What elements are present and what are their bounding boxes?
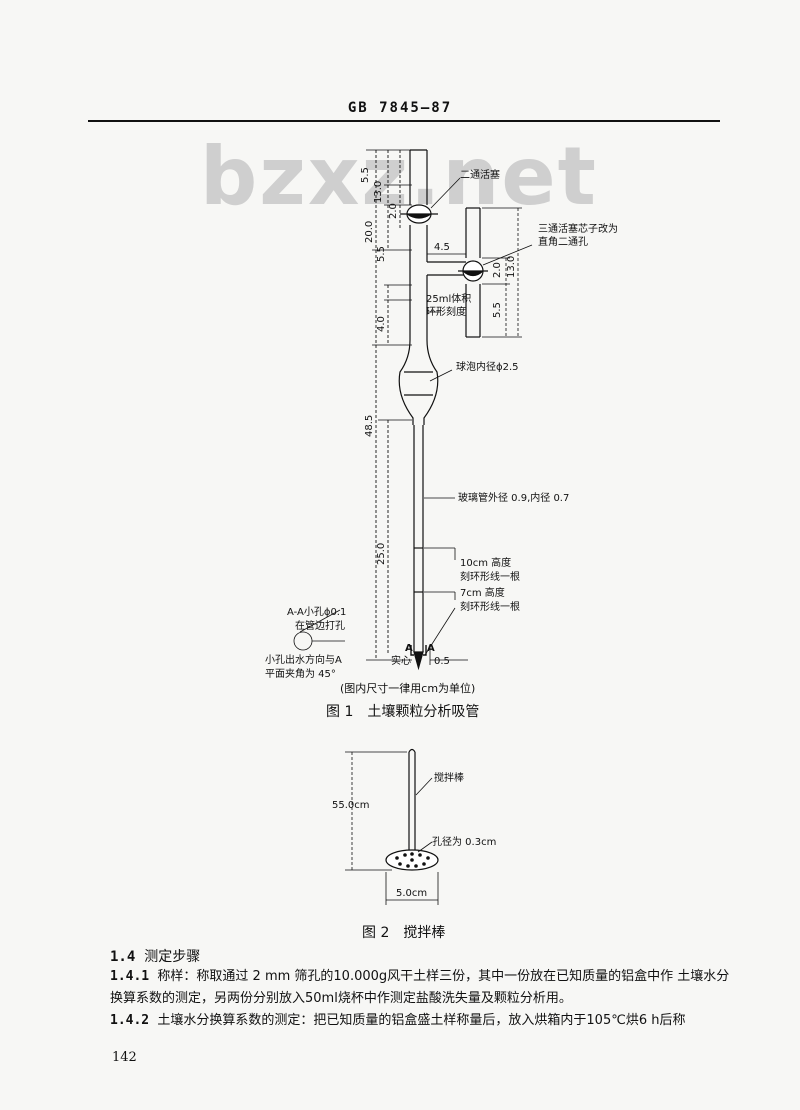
paragraph-number: 1.4.2 (110, 1013, 150, 1028)
label-small-hole: 在管边打孔 (295, 619, 345, 632)
page-header: GB 7845—87 (347, 100, 453, 116)
paragraph-1-4-1: 1.4.1 称样：称取通过 2 mm 筛孔的10.000g风干土样三份，其中一份… (110, 966, 730, 1010)
label-small-hole: A-A小孔ϕ0.1 (287, 606, 346, 618)
label-solid: 实心 (391, 654, 411, 667)
label-direction: 平面夹角为 45° (265, 667, 336, 680)
label-hole-diameter: 孔径为 0.3cm (432, 835, 496, 848)
paragraph-text: 称样：称取通过 2 mm 筛孔的10.000g风干土样三份，其中一份放在已知质量… (110, 969, 730, 1006)
watermark: bzxz.net (200, 130, 598, 223)
paragraph-1-4-2: 1.4.2 土壤水分换算系数的测定：把已知质量的铝盒盛土样称量后，放入烘箱内于1… (110, 1010, 730, 1032)
section-title: 测定步骤 (144, 949, 201, 965)
dim-label: 2.0 (388, 203, 399, 219)
label-rod: 搅拌棒 (434, 771, 464, 784)
dim-label: 4.0 (376, 316, 387, 332)
label-three-way-cock: 直角二通孔 (538, 235, 588, 248)
label-mark-7cm: 7cm 高度 (460, 586, 505, 599)
label-width: 5.0cm (396, 888, 427, 899)
side-branch (427, 207, 488, 338)
section-mark-a: A (427, 643, 435, 654)
label-height: 55.0cm (332, 800, 370, 811)
label-mark-10cm: 10cm 高度 (460, 556, 511, 569)
figure2-caption: 图 2 搅拌棒 (362, 925, 445, 941)
label-mark-10cm: 刻环形线一根 (460, 570, 520, 583)
stirring-rod (385, 748, 439, 871)
dim-label: 13.0 (373, 181, 384, 203)
dim-label: 4.5 (434, 242, 450, 253)
label-tube: 玻璃管外径 0.9,内径 0.7 (458, 491, 569, 504)
paragraph-text: 土壤水分换算系数的测定：把已知质量的铝盒盛土样称量后，放入烘箱内于105℃烘6 … (157, 1013, 686, 1028)
label-three-way-cock: 三通活塞芯子改为 (538, 222, 618, 235)
units-note: (图内尺寸一律用cm为单位) (340, 681, 475, 695)
dim-label: 5.5 (492, 302, 503, 318)
label-volume-mark: 25ml体积 (426, 293, 471, 305)
label-mark-7cm: 刻环形线一根 (460, 600, 520, 613)
figure1-caption: 图 1 土壤颗粒分析吸管 (326, 703, 479, 720)
dim-label: 5.5 (376, 246, 387, 262)
pipette-tube (398, 149, 439, 671)
section-heading: 1.4 测定步骤 (110, 946, 200, 968)
dim-label: 0.5 (434, 656, 450, 667)
header-rule (88, 120, 720, 122)
dim-label: 5.5 (360, 167, 371, 183)
paragraph-number: 1.4.1 (110, 969, 150, 984)
dim-label: 13.0 (506, 256, 517, 278)
two-way-stopcock (400, 204, 438, 224)
label-two-way-cock: 二通活塞 (460, 168, 500, 181)
label-direction: 小孔出水方向与A (265, 653, 342, 666)
dim-label: 25.0 (376, 543, 387, 565)
label-volume-mark: 环形刻度 (426, 305, 466, 318)
dim-label: 2.0 (492, 262, 503, 278)
page-number: 142 (112, 1050, 137, 1065)
dim-label: 20.0 (364, 221, 375, 243)
dim-label: 48.5 (364, 415, 375, 437)
label-bulb: 球泡内径ϕ2.5 (456, 360, 519, 373)
section-mark-a: A (405, 643, 413, 654)
section-number: 1.4 (110, 949, 136, 965)
